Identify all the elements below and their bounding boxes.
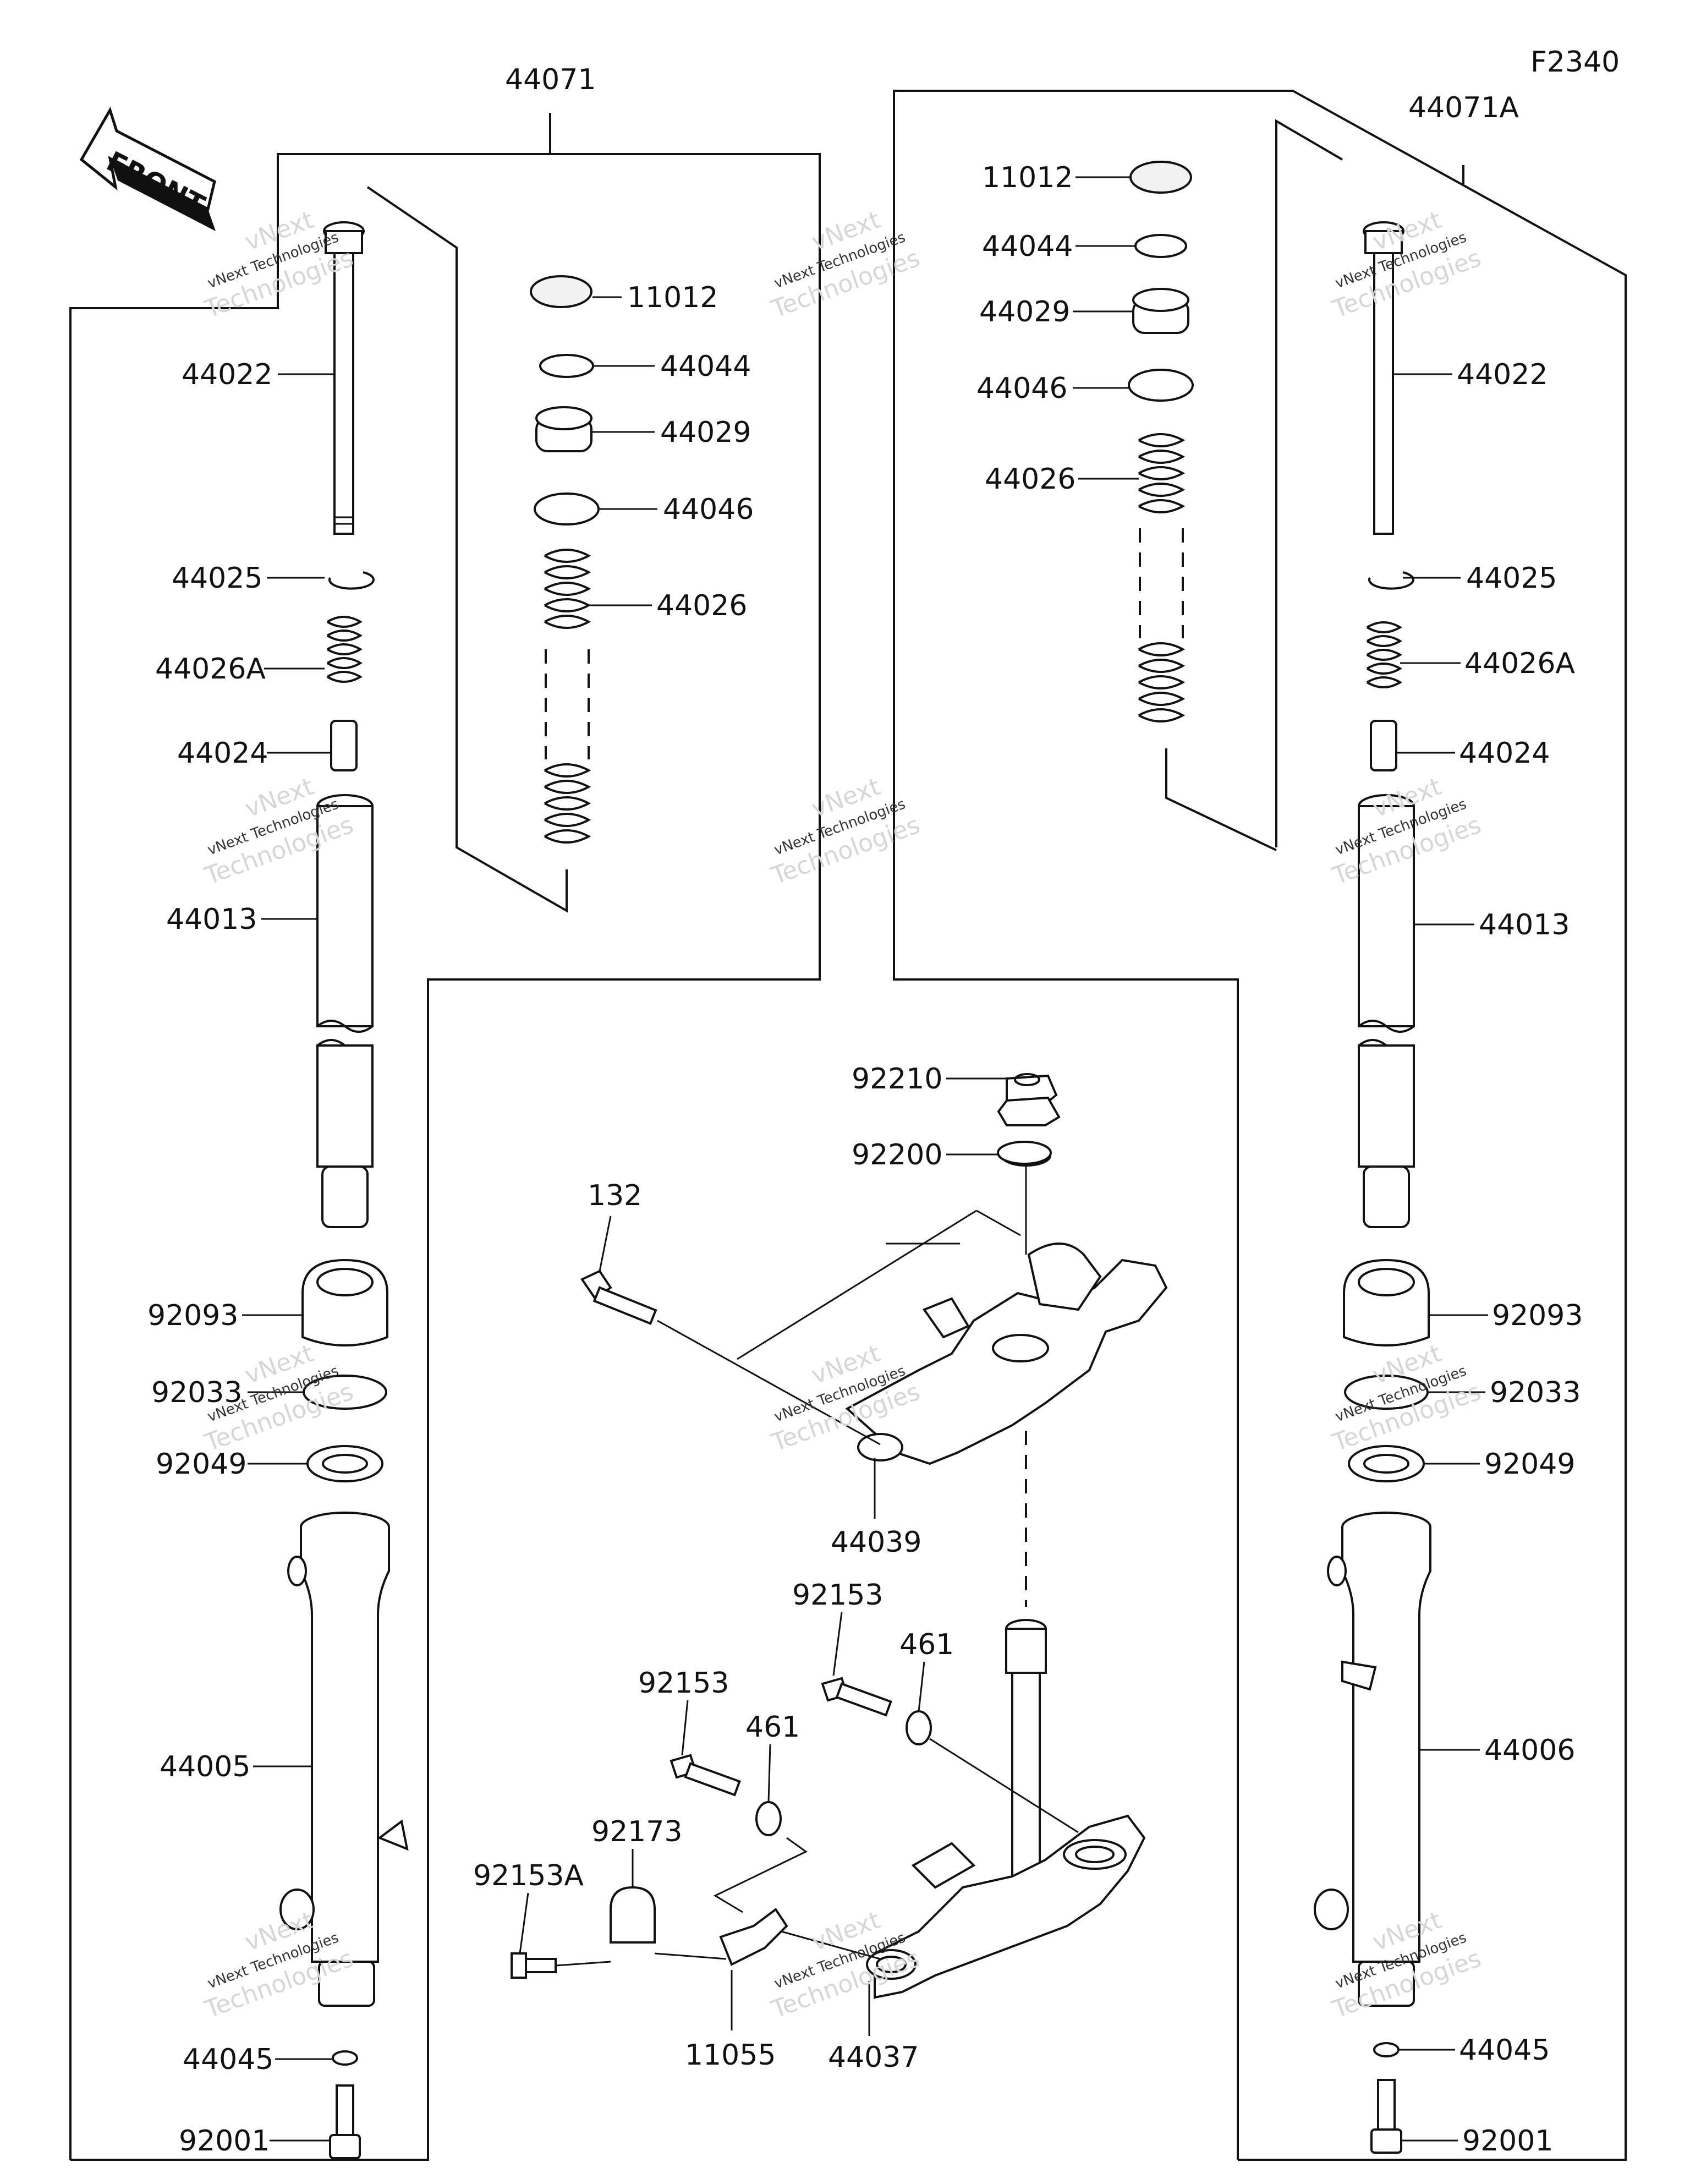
watermark-3: vNext vNext Technologies Technologies (1329, 206, 1485, 324)
part-label: 44039 (831, 1526, 921, 1559)
upper-bracket (580, 1073, 1168, 1465)
part-label: 92001 (1462, 2125, 1553, 2158)
part-label: 11012 (982, 161, 1073, 194)
part-label: 44022 (182, 358, 272, 391)
part-label: 92033 (1490, 1376, 1581, 1409)
labels-right-inner: 11012 44044 44029 44046 44026 (976, 161, 1076, 496)
left-fork-stack (279, 221, 409, 2159)
left-inner-stack (366, 186, 600, 913)
part-label: 44005 (160, 1750, 250, 1783)
part-label: 44025 (1466, 562, 1557, 595)
group-outlines (69, 90, 1627, 2161)
part-label: 92200 (852, 1138, 942, 1172)
part-label: 44024 (1459, 737, 1550, 770)
part-label: 11012 (627, 281, 718, 314)
part-label: 461 (899, 1628, 954, 1661)
front-arrow-icon: FRONT (79, 106, 216, 231)
part-label: 44029 (660, 416, 751, 449)
part-label: 44046 (976, 372, 1067, 405)
part-label: 44026A (1464, 647, 1575, 680)
watermark-2: vNext vNext Technologies Technologies (767, 206, 924, 324)
part-label: 92210 (852, 1063, 942, 1096)
part-label: 92153A (473, 1859, 584, 1892)
labels-center: 92210 92200 132 44039 92153 461 92153 46… (473, 1063, 954, 2074)
part-label: 44044 (660, 350, 751, 383)
part-label: 44024 (177, 737, 268, 770)
part-label: 44029 (979, 295, 1070, 329)
part-label: 92173 (591, 1815, 682, 1848)
part-label: 92001 (179, 2125, 270, 2158)
labels-left-tube: 44022 44025 44026A 44024 44013 92093 920… (147, 358, 273, 2158)
part-label: 44013 (166, 903, 257, 936)
part-label: 44046 (663, 493, 754, 526)
watermark-9: vNext vNext Technologies Technologies (1329, 1339, 1485, 1457)
right-inner-stack (1128, 119, 1343, 851)
part-label: 44045 (1459, 2034, 1550, 2067)
part-label: 44044 (982, 230, 1073, 263)
labels-right-tube: 44022 44025 44026A 44024 44013 92093 920… (1457, 358, 1583, 2158)
part-label: 92153 (638, 1667, 729, 1700)
part-label: 92153 (792, 1579, 883, 1612)
part-label: 132 (588, 1179, 642, 1212)
labels-left-inner: 11012 44044 44029 44046 44026 (627, 281, 754, 622)
part-label: 44025 (172, 562, 262, 595)
leader-lines (242, 176, 1488, 2142)
lower-clamp (511, 1431, 1146, 2030)
part-label: 44045 (183, 2043, 273, 2076)
right-fork-stack (1314, 221, 1431, 2154)
part-label: 92093 (1492, 1299, 1583, 1332)
diagram-id: F2340 (1530, 46, 1620, 79)
watermark-5: vNext vNext Technologies Technologies (767, 773, 924, 890)
part-label: 44026 (656, 589, 747, 622)
part-label: 92093 (147, 1299, 238, 1332)
part-label: 44026 (985, 463, 1076, 496)
part-label: 92033 (151, 1376, 242, 1409)
part-label: 92049 (1484, 1448, 1575, 1481)
part-label: 92049 (156, 1448, 246, 1481)
part-label: 44013 (1479, 908, 1570, 942)
part-label: 461 (745, 1711, 800, 1744)
part-label: 44022 (1457, 358, 1548, 391)
part-label: 44026A (155, 653, 266, 686)
group-label-44071: 44071 (505, 63, 596, 96)
part-label: 44006 (1484, 1734, 1575, 1767)
part-label: 11055 (685, 2039, 776, 2072)
part-label: 44037 (828, 2041, 919, 2074)
group-label-44071a: 44071A (1408, 91, 1519, 124)
